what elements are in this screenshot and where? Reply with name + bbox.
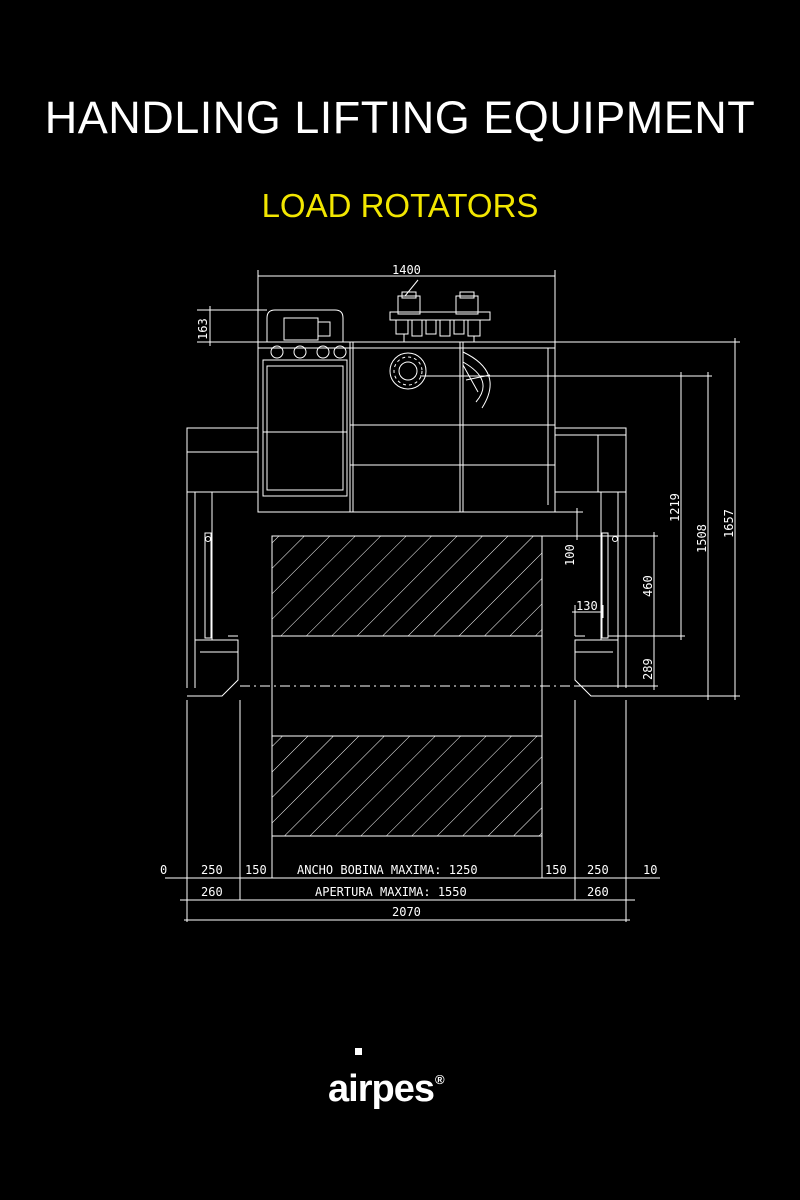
brand-logo: airpes® — [328, 1068, 445, 1111]
brand-name: airpes — [328, 1068, 435, 1110]
dim-100: 100 — [563, 544, 577, 566]
dim-460: 460 — [641, 575, 655, 597]
brand-dot — [355, 1048, 362, 1055]
right-beam — [554, 427, 627, 493]
dim-coil-width: ANCHO BOBINA MAXIMA: 1250 — [297, 863, 478, 877]
dim-130: 130 — [576, 599, 598, 613]
dim-total-width: 2070 — [392, 905, 421, 919]
left-beam — [186, 427, 259, 493]
dim-right-260: 260 — [587, 885, 609, 899]
dim-1657: 1657 — [722, 509, 736, 538]
dim-right-10: 10 — [643, 863, 657, 877]
dim-163: 163 — [196, 318, 210, 340]
hydraulic-unit — [262, 359, 348, 497]
valve-cluster — [389, 291, 491, 342]
right-arm — [574, 492, 627, 697]
page-title: HANDLING LIFTING EQUIPMENT — [44, 92, 756, 143]
dim-1508: 1508 — [695, 524, 709, 553]
dim-left-10: 0 — [160, 863, 167, 877]
dim-left-150: 150 — [245, 863, 267, 877]
dim-289: 289 — [641, 658, 655, 680]
registered-mark: ® — [434, 1072, 445, 1087]
dim-left-250: 250 — [201, 863, 223, 877]
page-subtitle: LOAD ROTATORS — [261, 187, 539, 224]
dim-right-150: 150 — [545, 863, 567, 877]
dim-1400: 1400 — [392, 263, 421, 277]
dim-opening: APERTURA MAXIMA: 1550 — [315, 885, 467, 899]
dim-1219: 1219 — [668, 493, 682, 522]
coil-load — [240, 535, 575, 837]
dim-left-260: 260 — [201, 885, 223, 899]
rotary-actuator — [389, 352, 427, 390]
top-frame — [257, 341, 556, 513]
dim-right-250: 250 — [587, 863, 609, 877]
left-arm — [186, 492, 239, 697]
